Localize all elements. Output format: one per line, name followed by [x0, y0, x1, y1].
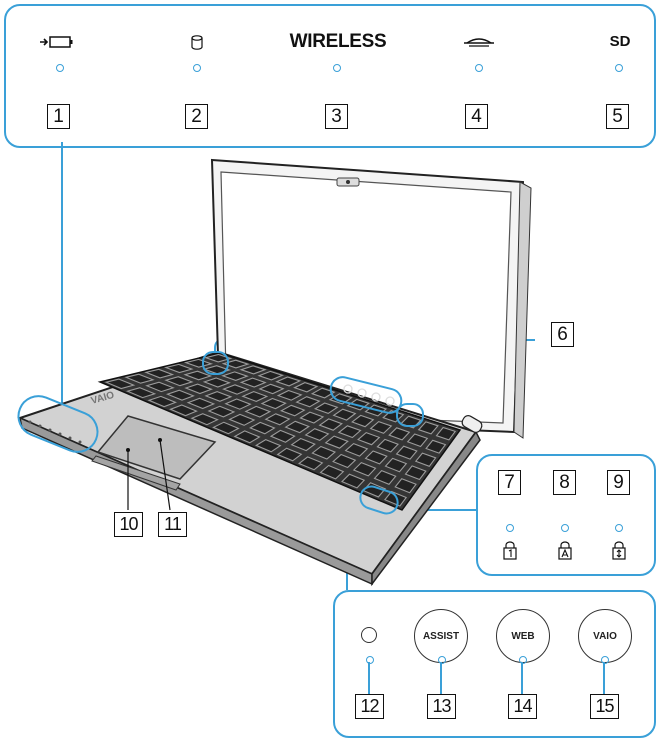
callout-number-11: 11 [158, 512, 187, 537]
callout-number-8: 8 [553, 470, 576, 495]
callout-number-6: 6 [551, 322, 574, 347]
indicator-light [519, 656, 527, 664]
indicator-light [366, 656, 374, 664]
web-button[interactable]: WEB [496, 609, 550, 663]
indicator-light [615, 524, 623, 532]
callout-number-12: 12 [355, 694, 384, 719]
num-lock-icon [502, 541, 518, 561]
callout-number-7: 7 [498, 470, 521, 495]
callout-number-14: 14 [508, 694, 537, 719]
scroll-lock-icon [611, 541, 627, 561]
callout-number-15: 15 [590, 694, 619, 719]
caps-lock-icon [557, 541, 573, 561]
indicator-light [561, 524, 569, 532]
indicator-light [438, 656, 446, 664]
callout-number-13: 13 [427, 694, 456, 719]
indicator-light [601, 656, 609, 664]
callout-number-10: 10 [114, 512, 143, 537]
callout-number-9: 9 [607, 470, 630, 495]
vaio-button[interactable]: VAIO [578, 609, 632, 663]
assist-button[interactable]: ASSIST [414, 609, 468, 663]
ambient-light-sensor-icon [361, 627, 377, 643]
indicator-light [506, 524, 514, 532]
